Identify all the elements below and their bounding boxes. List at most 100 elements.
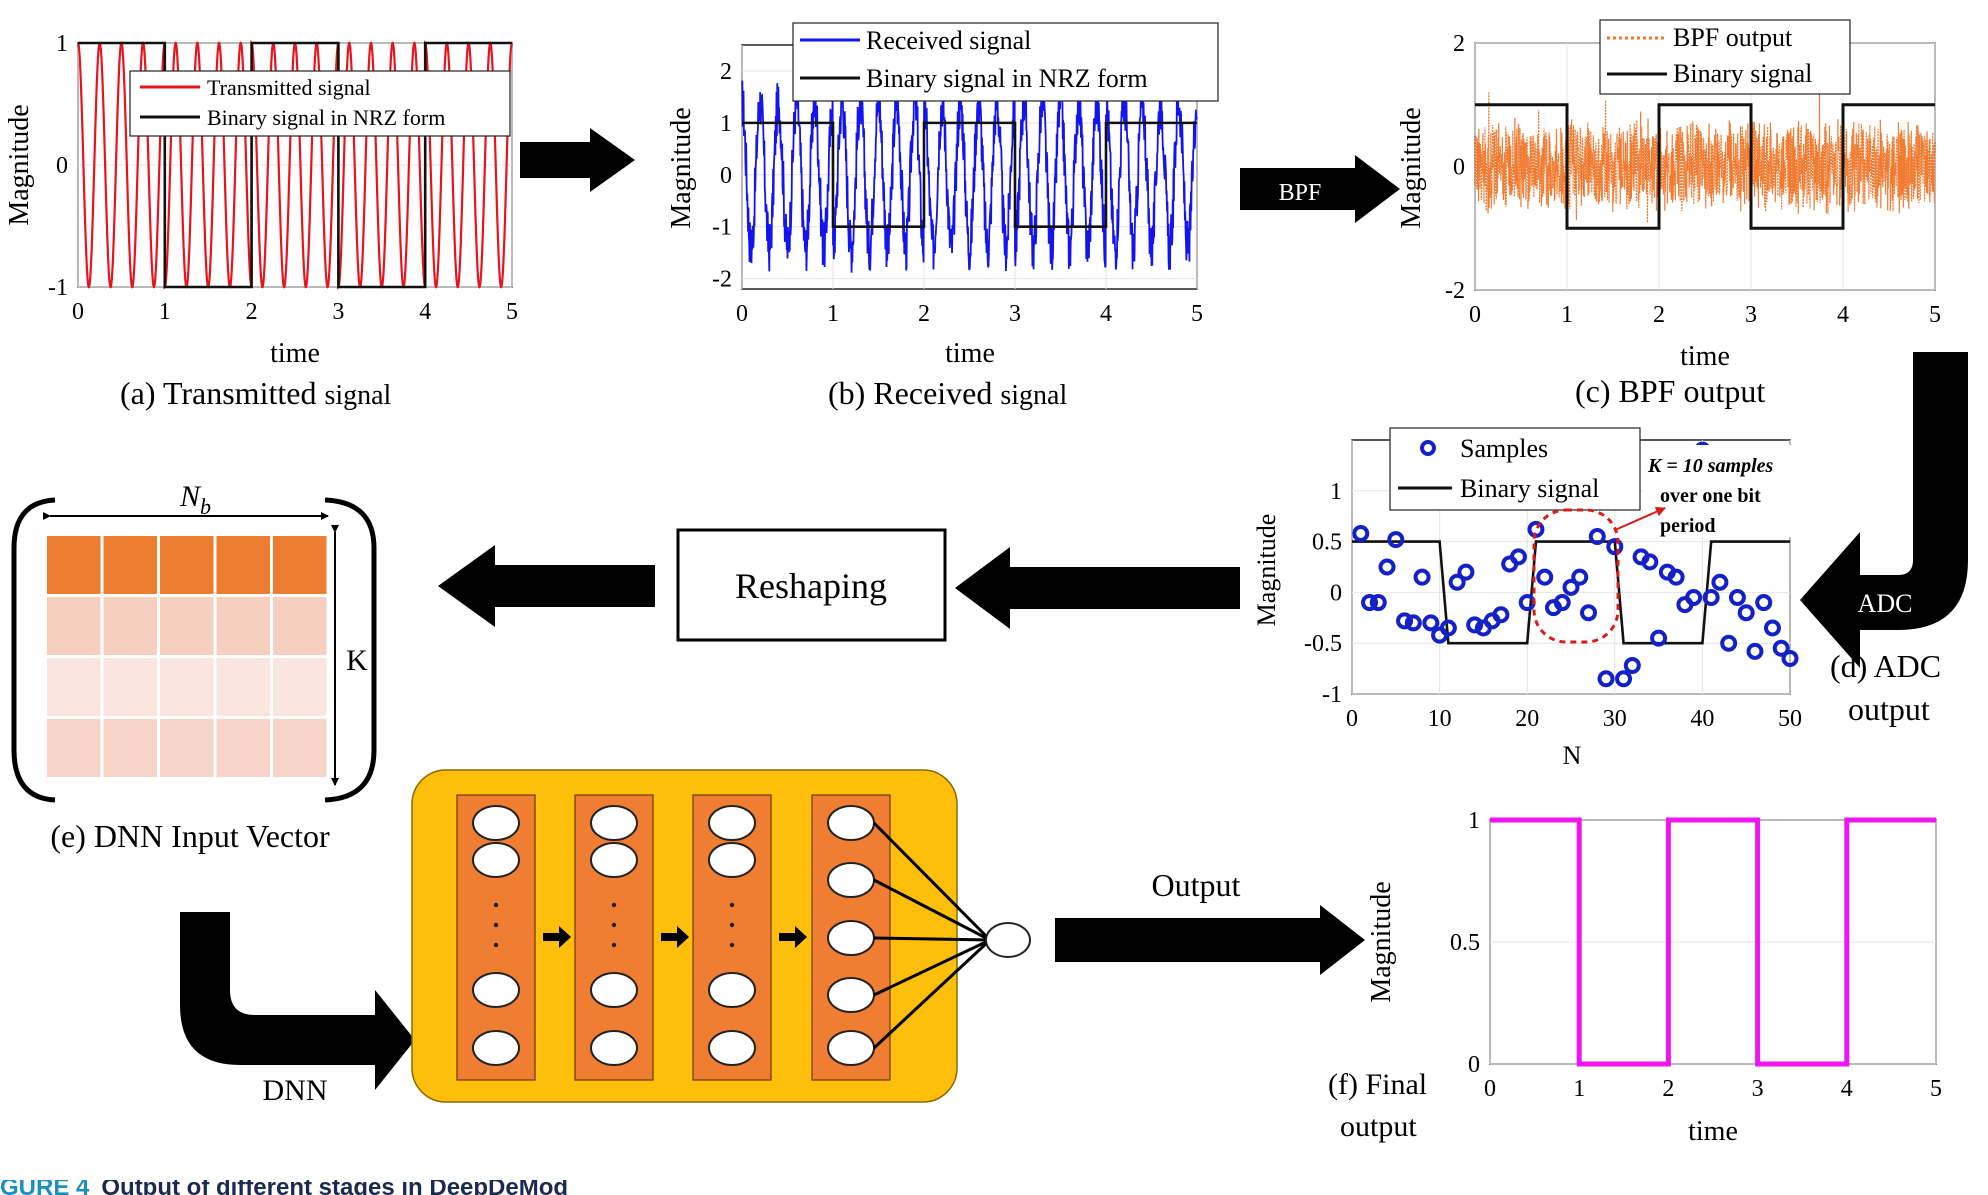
matrix-cell [216,658,270,716]
series-binary-line [1475,103,1935,230]
ylabel-a: Magnitude [4,104,35,225]
ellipsis-dot [493,902,499,908]
reshaping-box: Reshaping [676,528,947,642]
legend-b-binary: Binary signal in NRZ form [866,64,1148,93]
sample-point [1746,642,1764,660]
ellipsis-dot [611,902,617,908]
series-a [77,40,513,290]
xlabel-d: N [1563,741,1582,770]
caption-f-line2: output [1340,1110,1417,1143]
dnn-neuron [590,1030,638,1066]
sample-point [1755,594,1773,612]
arrow-e-to-dnn [180,912,415,1090]
caption-a: (a) Transmitted signal [120,375,392,411]
output-connection [873,878,991,942]
sample-point [1571,568,1589,586]
sample-point [1553,594,1571,612]
dnn-neuron [590,972,638,1008]
dnn-neuron [590,805,638,841]
legend-b: Received signal Binary signal in NRZ for… [792,22,1219,102]
sample-point [1448,573,1466,591]
x-tick-label: 2 [246,299,258,325]
series-d [1352,441,1799,688]
dnn-neuron [472,1030,520,1066]
annotation-line-1: K = 10 samples [1647,455,1774,477]
sample-point [1536,568,1554,586]
matrix-cell [160,597,214,655]
x-tick-label: 1 [1561,302,1573,328]
x-tick-label: 2 [918,301,930,327]
left-bracket [11,497,56,803]
sample-point [1641,553,1659,571]
caption-f-line1: (f) Final [1328,1068,1427,1101]
y-tick-label: 0 [1468,1052,1480,1078]
series-nrz-line [78,41,512,289]
annotation-arrow [1614,507,1666,531]
x-tick-label: 0 [1346,706,1358,732]
y-tick-label: 0 [1330,580,1342,606]
series-nrz-line [742,121,1197,229]
x-tick-label: 3 [1745,302,1757,328]
sample-point [1650,629,1668,647]
y-tick-label: 2 [1453,31,1465,57]
sample-point [1720,634,1738,652]
sample-point [1439,619,1457,637]
ellipsis-dot [729,942,735,948]
sample-point [1413,568,1431,586]
legend-c-bpf: BPF output [1673,23,1793,52]
xlabel-f: time [1688,1116,1738,1147]
caption-c: (c) BPF output [1575,373,1765,409]
sample-point [1369,594,1387,612]
y-tick-label: 1 [720,111,732,137]
ellipsis-dot [729,902,735,908]
legend-a-binary: Binary signal in NRZ form [207,105,445,130]
series-b [741,78,1198,273]
sample-point [1763,619,1781,637]
ellipsis-dot [729,922,735,928]
dnn-neuron [827,805,875,841]
x-tick-label: 5 [1930,1076,1942,1102]
y-tick-label: -2 [712,267,732,293]
x-tick-label: 40 [1690,706,1714,732]
matrix-cell [47,719,101,777]
x-tick-label: 4 [1841,1076,1853,1102]
ylabel-c: Magnitude [1396,107,1427,228]
y-tick-label: 0 [56,153,68,179]
arrow-a-to-b [520,128,635,192]
x-tick-label: 50 [1778,706,1802,732]
legend-c-binary: Binary signal [1673,59,1812,88]
y-tick-label: 0.5 [1312,530,1342,556]
matrix-cell [160,536,214,594]
legend-a-transmitted: Transmitted signal [207,75,371,100]
y-tick-label: -1 [712,215,732,241]
arrow-d-to-reshaping [955,547,1240,629]
xlabel-a: time [270,338,320,369]
ellipsis-dot [493,922,499,928]
matrix-cell [216,597,270,655]
annotation-d: K = 10 samples over one bit period [1643,445,1823,537]
dnn-neuron [827,977,875,1013]
figure-number: GURE 4 [0,1180,90,1195]
series-received-line [741,78,1198,273]
dnn-neuron [827,862,875,898]
y-tick-label: 0 [720,163,732,189]
matrix-cell [160,719,214,777]
panel-e-matrix: Nb K (e) DNN Input Vector [11,480,377,854]
x-tick-label: 3 [332,299,344,325]
matrix-cell [273,536,327,594]
caption-d-line2: output [1848,691,1930,727]
x-tick-label: 0 [736,301,748,327]
output-connection [872,938,992,1050]
y-tick-label: -2 [1445,278,1465,304]
legend-a: Transmitted signal Binary signal in NRZ … [129,70,511,137]
x-tick-label: 5 [1929,302,1941,328]
sample-point [1737,604,1755,622]
matrix-cell [47,536,101,594]
arrow-b-to-c [1240,155,1400,223]
x-tick-label: 5 [1191,301,1203,327]
sample-point [1781,649,1799,667]
